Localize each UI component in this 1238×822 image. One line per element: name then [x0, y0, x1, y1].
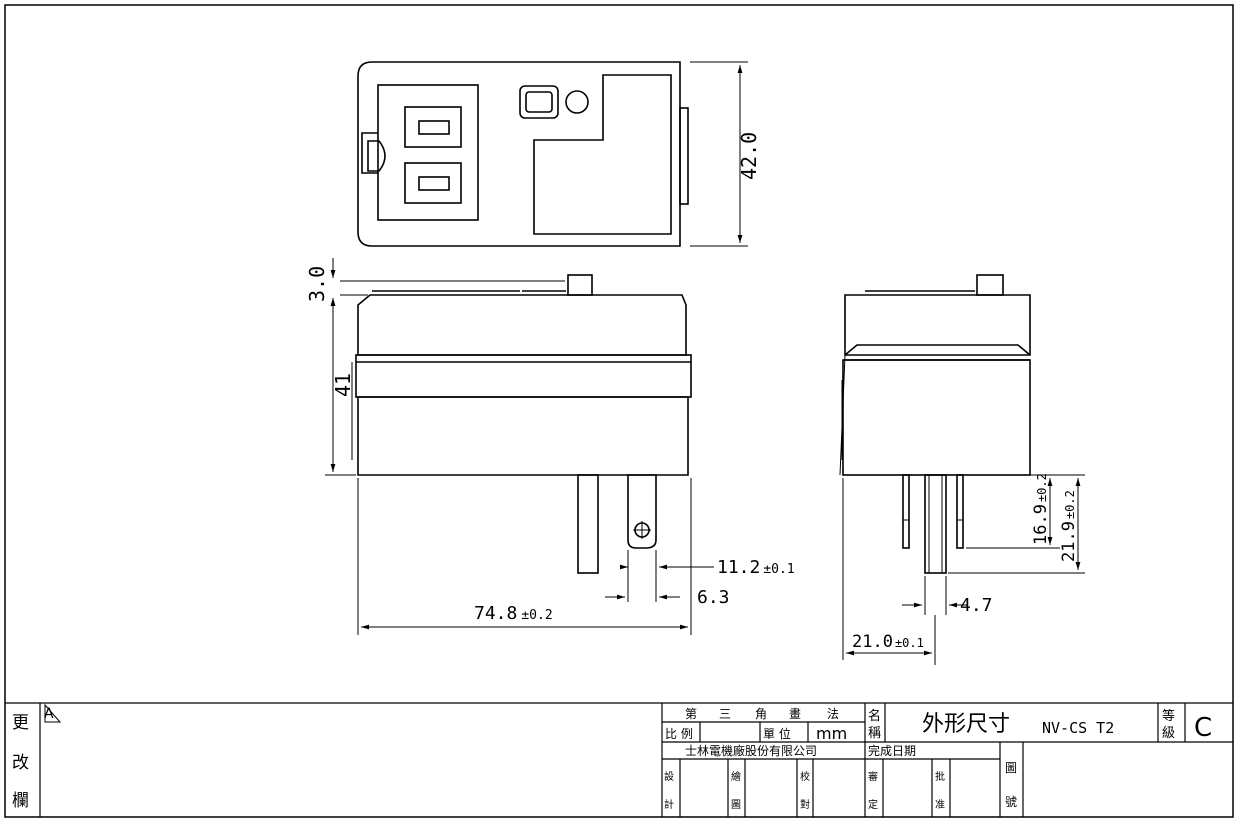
approve-label-2: 准	[935, 799, 945, 811]
drawing-no-label-2: 號	[1005, 795, 1017, 809]
name-label-2: 稱	[868, 726, 881, 741]
side-view	[839, 274, 1031, 574]
draw-label-2: 圖	[731, 799, 741, 811]
revision-mark: A	[44, 706, 54, 722]
unit-label: 單 位	[763, 726, 791, 741]
drawing-no-label-1: 圖	[1005, 761, 1017, 775]
dim-width-main-label: 74.8±0.2	[474, 603, 553, 624]
projection-char-2: 三	[719, 707, 731, 721]
completion-date-label: 完成日期	[868, 743, 916, 758]
dim-pin-protrusion-label: 3.0	[305, 266, 329, 302]
model-number: NV-CS T2	[1042, 719, 1114, 737]
approve-label-1: 批	[935, 770, 945, 783]
draw-label-1: 繪	[731, 770, 741, 783]
check-label-1: 校	[800, 770, 810, 783]
company-name: 士林電機廠股份有限公司	[685, 743, 817, 758]
review-label-1: 審	[868, 770, 878, 783]
dim-body-height	[325, 298, 356, 476]
front-view	[351, 274, 692, 574]
design-label-1: 設	[664, 770, 674, 783]
unit-value: mm	[816, 724, 847, 743]
revision-label-3: 欄	[12, 791, 29, 811]
design-label-2: 計	[664, 798, 674, 811]
projection-char-5: 法	[827, 707, 839, 721]
dim-height-top	[690, 61, 748, 247]
projection-char-4: 畫	[789, 706, 801, 721]
dim-width-main	[357, 478, 692, 635]
dim-side-pin-length-label: 16.9±0.2	[1031, 473, 1051, 545]
top-view	[357, 61, 689, 247]
dim-pin-thickness-label: 4.7	[960, 595, 993, 616]
dim-pin-span-label: 11.2±0.1	[717, 557, 795, 578]
scale-label: 比 例	[665, 727, 693, 741]
dim-pin-thickness	[902, 576, 968, 615]
projection-char-3: 角	[755, 707, 767, 721]
dim-side-pins	[948, 474, 1085, 574]
projection-char-1: 第	[685, 707, 697, 721]
dim-height-top-label: 42.0	[737, 132, 761, 180]
title-block-text: 更 改 欄 A 第 三 角 畫 法 比 例 單 位 mm 名 稱 外形尺寸 NV…	[12, 706, 1212, 811]
dim-side-width	[842, 478, 936, 665]
dim-pin-protrusion	[330, 258, 565, 316]
dim-body-height-label: 41	[331, 373, 355, 397]
check-label-2: 對	[800, 798, 810, 811]
dim-pin-span	[605, 550, 714, 602]
grade-value: C	[1194, 713, 1212, 743]
grade-label-1: 等	[1162, 708, 1175, 724]
dim-side-width-label: 21.0±0.1	[852, 632, 924, 652]
revision-label-2: 改	[12, 753, 29, 773]
dim-pin-gap-label: 6.3	[697, 587, 730, 608]
sheet-border	[4, 4, 1234, 818]
drawing-title: 外形尺寸	[922, 712, 1010, 737]
title-block	[5, 702, 1233, 817]
dim-ground-pin-length-label: 21.9±0.2	[1059, 490, 1079, 562]
review-label-2: 定	[868, 798, 878, 811]
revision-label-1: 更	[12, 713, 29, 733]
grade-label-2: 級	[1162, 726, 1175, 741]
name-label-1: 名	[868, 708, 881, 724]
